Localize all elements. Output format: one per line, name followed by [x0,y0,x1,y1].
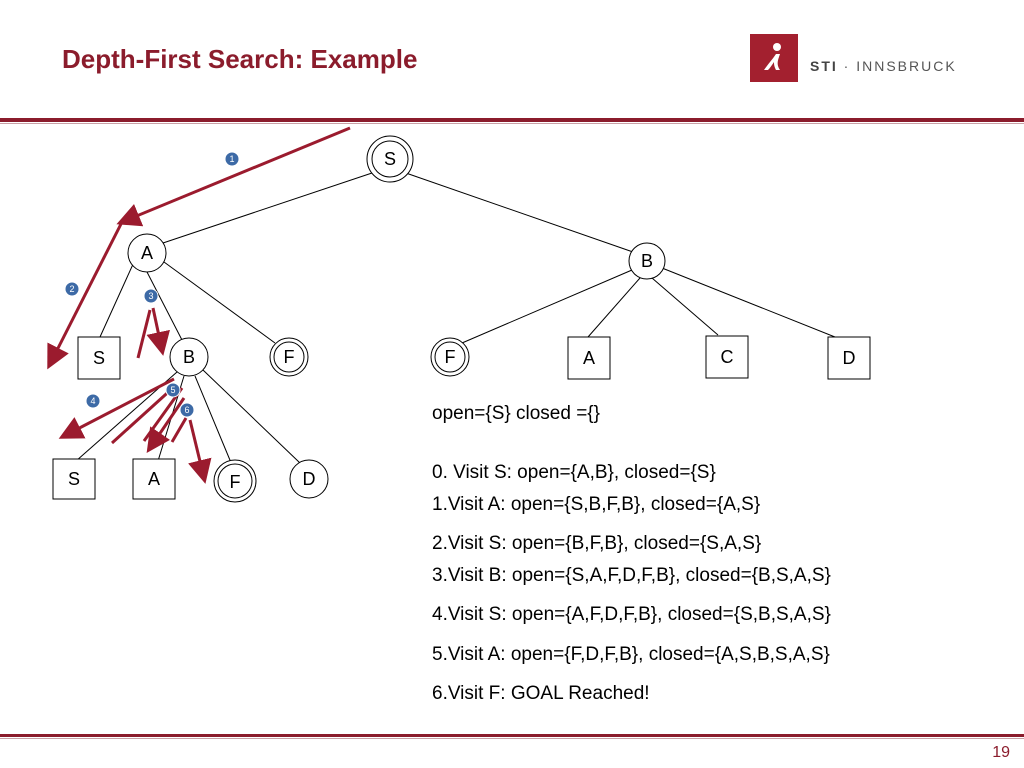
node-B-C: C [705,335,749,379]
logo-brand: STI [810,58,838,74]
arrow-step-4-back [110,384,177,445]
header-rule [0,118,1024,122]
step-badge-2: 2 [64,281,80,297]
node-label: S [93,348,105,368]
node-AB-F: F [213,459,257,503]
edge-B-F2 [194,375,233,466]
node-A: A [127,233,167,273]
header-rule-thin [0,123,1024,124]
edge-B-F [461,269,633,344]
arrow-step-2 [47,221,124,370]
logo-figure-icon [764,43,781,70]
node-label: B [183,347,195,367]
trace-line-3: 3.Visit B: open={S,A,F,D,F,B}, closed={B… [432,565,831,586]
step-badge-3: 3 [143,288,159,304]
node-AB-S: S [52,458,96,500]
logo-separator: · [837,58,857,74]
edge-S-B [402,171,634,253]
node-A-F: F [269,337,309,377]
tree-edges [75,171,841,466]
step-badge-6: 6 [179,402,195,418]
node-label: F [284,347,295,367]
node-AB-D: D [289,459,329,499]
edge-A-S [99,261,135,338]
node-label: B [641,251,653,271]
badge-label: 2 [69,284,74,294]
edge-A-F [163,261,276,344]
trace-line-5: 5.Visit A: open={F,D,F,B}, closed={A,S,B… [432,644,830,665]
edge-B-A [587,277,641,338]
arrow-step-3 [146,307,170,356]
badge-label: 5 [170,385,175,395]
node-B-A: A [567,336,611,380]
node-label: D [303,469,316,489]
edge-A-B [146,271,183,341]
node-label: A [141,243,153,263]
arrow-step-4 [58,377,175,439]
footer-rule-thin [0,738,1024,739]
edge-S-A [159,171,376,245]
node-AB-A: A [132,458,176,500]
arrow-step-1 [116,126,351,227]
badge-label: 4 [90,396,95,406]
step-badge-5: 5 [165,382,181,398]
arrow-step-6 [188,419,212,484]
arrow-step-5 [146,397,186,453]
badge-label: 1 [229,154,234,164]
step-badge-4: 4 [85,393,101,409]
edge-B-D [661,267,841,340]
logo-mark [750,34,798,82]
logo-wordmark: STI · INNSBRUCK [810,58,957,74]
footer-rule [0,734,1024,737]
step-badge-1: 1 [224,151,240,167]
trace-initial: open={S} closed ={} [432,403,600,424]
node-label: F [445,347,456,367]
trace-line-0: 0. Visit S: open={A,B}, closed={S} [432,462,716,483]
arrow-step-6-back [170,417,188,443]
node-B: B [628,242,666,280]
logo-name: INNSBRUCK [856,58,957,74]
trace-line-6: 6.Visit F: GOAL Reached! [432,683,650,704]
node-B-D: D [827,336,871,380]
traversal-arrows [47,126,351,484]
node-root-S: S [366,135,414,183]
trace-line-1: 1.Visit A: open={S,B,F,B}, closed={A,S} [432,494,761,515]
node-label: A [583,348,595,368]
slide-title: Depth-First Search: Example [62,44,418,74]
node-label: F [230,472,241,492]
sti-innsbruck-logo: STI · INNSBRUCK [750,34,970,84]
node-label: S [68,469,80,489]
node-label: D [843,348,856,368]
node-label: S [384,149,396,169]
node-B-F: F [430,337,470,377]
node-label: A [148,469,160,489]
node-A-B: B [169,337,209,377]
node-A-S: S [77,336,121,380]
edge-B-D2 [202,369,301,464]
trace-line-2: 2.Visit S: open={B,F,B}, closed={S,A,S} [432,533,762,554]
arrow-step-3-back [136,309,152,359]
node-label: C [721,347,734,367]
edge-B-C [651,277,719,336]
trace-line-4: 4.Visit S: open={A,F,D,F,B}, closed={S,B… [432,604,831,625]
badge-label: 3 [148,291,153,301]
badge-label: 6 [184,405,189,415]
page-number: 19 [992,744,1010,761]
